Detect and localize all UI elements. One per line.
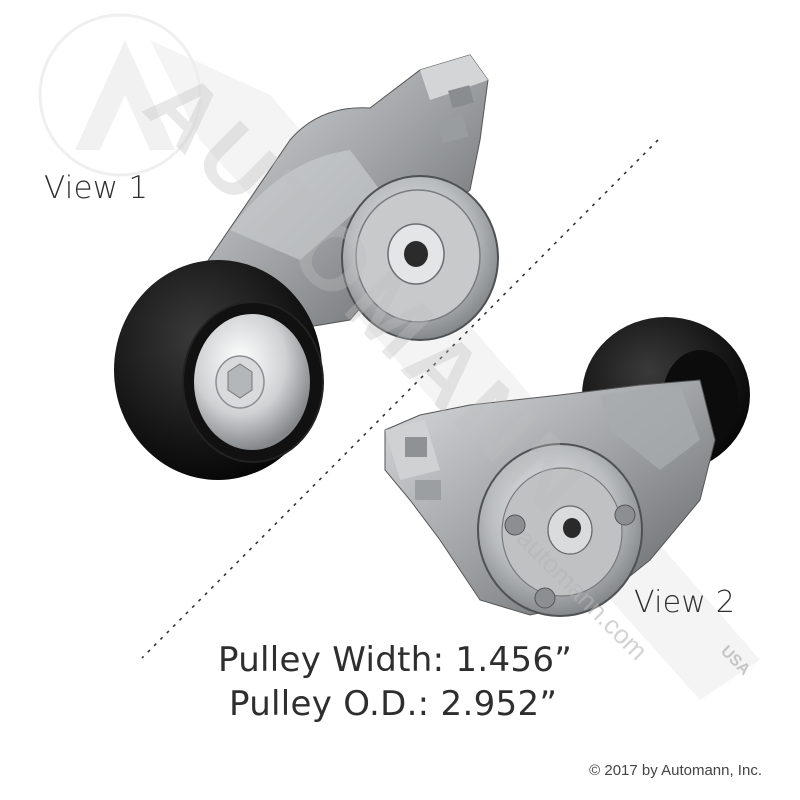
tensioner-view-1 [114,54,499,480]
pulley-od-spec: Pulley O.D.: 2.952” [229,684,558,724]
pulley-width-spec: Pulley Width: 1.456” [218,640,573,680]
view-1-label: View 1 [44,170,149,206]
tensioner-view-2 [384,317,750,617]
view-2-label: View 2 [634,585,736,620]
copyright-notice: © 2017 by Automann, Inc. [589,762,762,779]
